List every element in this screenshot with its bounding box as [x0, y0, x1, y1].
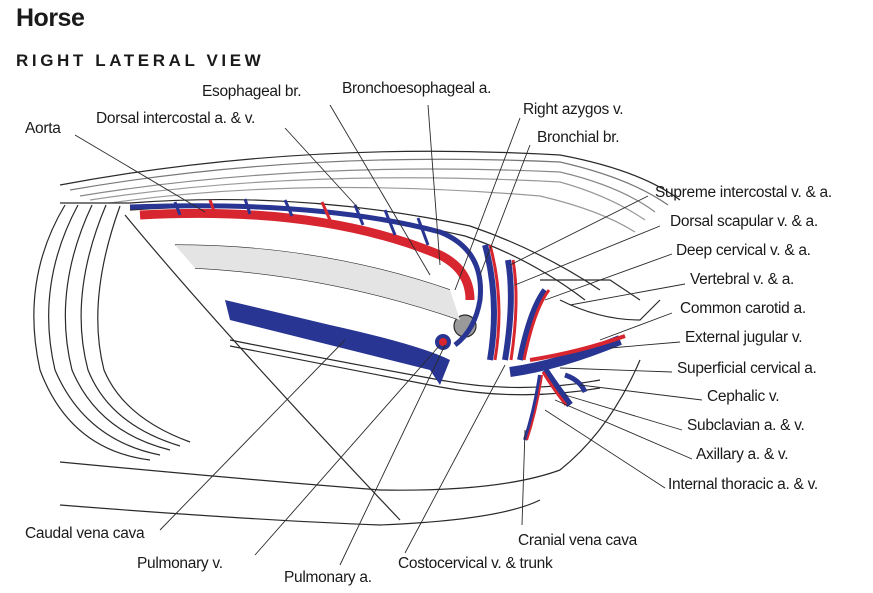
label-cranial-vena-cava: Cranial vena cava — [518, 532, 637, 549]
costocervical-artery — [488, 244, 501, 361]
back-muscle-line — [69, 158, 669, 206]
leader-subclavian — [564, 394, 683, 431]
intercostal-vein — [416, 217, 430, 246]
label-pulmonary-a: Pulmonary a. — [284, 569, 372, 586]
leader-axillary — [554, 399, 693, 460]
leader-common-carotid — [599, 312, 673, 341]
label-supreme-intercostal: Supreme intercostal v. & a. — [655, 184, 832, 201]
label-axillary: Axillary a. & v. — [696, 446, 789, 463]
leader-vertebral — [569, 283, 686, 306]
label-subclavian: Subclavian a. & v. — [687, 417, 805, 434]
diaphragm — [124, 214, 401, 521]
gray-band — [175, 245, 460, 320]
back-muscle-outline — [59, 150, 681, 201]
leader-bronchial — [479, 144, 531, 276]
rib — [64, 204, 171, 451]
label-cephalic: Cephalic v. — [707, 388, 780, 405]
leader-costocervical — [404, 364, 506, 554]
intercostal-vein — [243, 198, 252, 215]
label-esophageal: Esophageal br. — [202, 83, 302, 100]
back-muscle-line — [79, 168, 656, 213]
label-external-jugular: External jugular v. — [685, 329, 803, 346]
leader-aorta — [74, 134, 206, 213]
costocervical-vessel — [482, 244, 497, 361]
intercostal-artery — [320, 201, 332, 221]
dorsal-scapular-artery — [509, 259, 518, 361]
cranial-vena-cava-vessel — [509, 335, 622, 377]
leader-external-jugular — [609, 341, 681, 349]
back-muscle-line — [109, 186, 636, 233]
label-dorsal-intercostal: Dorsal intercostal a. & v. — [96, 110, 256, 127]
neck-outline — [559, 299, 661, 321]
caudal-vena-cava-vessel — [225, 300, 450, 385]
label-vertebral: Vertebral v. & a. — [690, 271, 795, 288]
leader-superficial-cervical — [559, 367, 673, 373]
label-caudal-vena-cava: Caudal vena cava — [25, 525, 145, 542]
subclavian-vessel — [542, 368, 573, 408]
label-common-carotid: Common carotid a. — [680, 300, 806, 317]
internal-thoracic-vessel — [523, 374, 542, 441]
vertebral-column — [60, 198, 601, 291]
dorsal-scapular-vessel — [502, 259, 514, 361]
leader-supreme-intercostal — [509, 195, 649, 266]
label-right-azygos: Right azygos v. — [523, 101, 624, 118]
leader-caudal-vena-cava — [159, 339, 346, 531]
rib — [80, 204, 181, 447]
intercostal-vein — [173, 201, 182, 216]
common-carotid-vessel — [529, 334, 626, 362]
deep-cervical-vessel — [517, 288, 548, 361]
leader-deep-cervical — [544, 253, 673, 301]
intercostal-artery — [208, 199, 217, 215]
leader-internal-thoracic — [544, 409, 666, 489]
rib — [48, 204, 161, 456]
label-bronchial: Bronchial br. — [537, 129, 620, 146]
leader-pulmonary-v — [254, 344, 441, 556]
sternum — [59, 359, 641, 491]
rib — [97, 205, 191, 443]
subclavian-artery — [541, 371, 568, 406]
label-deep-cervical: Deep cervical v. & a. — [676, 242, 811, 259]
leader-esophageal — [329, 104, 431, 276]
label-bronchoesophageal: Bronchoesophageal a. — [342, 80, 492, 97]
label-dorsal-scapular: Dorsal scapular v. & a. — [670, 213, 818, 230]
leader-bronchoesophageal — [427, 104, 441, 266]
label-internal-thoracic: Internal thoracic a. & v. — [668, 476, 818, 493]
leader-dorsal-scapular — [514, 225, 661, 286]
aorta-vessel — [139, 208, 475, 301]
cephalic-vessel — [564, 372, 588, 394]
intercostal-vein — [353, 204, 365, 226]
neck-outline — [540, 279, 641, 301]
label-costocervical: Costocervical v. & trunk — [398, 555, 553, 572]
back-muscle-line — [89, 177, 646, 221]
leader-cephalic — [579, 384, 703, 401]
label-pulmonary-v: Pulmonary v. — [137, 555, 223, 572]
label-superficial-cervical: Superficial cervical a. — [677, 360, 817, 377]
trachea-outline — [194, 267, 461, 321]
sternum-lower — [59, 499, 541, 526]
pulmonary-artery-vessel — [439, 338, 447, 346]
intercostal-vessels — [173, 198, 430, 246]
rib — [33, 204, 151, 461]
internal-thoracic-artery — [526, 374, 543, 441]
esophagus-outline — [229, 345, 601, 396]
deep-cervical-artery — [522, 289, 551, 361]
figure-subtitle: RIGHT LATERAL VIEW — [16, 51, 265, 70]
label-aorta: Aorta — [25, 120, 61, 137]
leader-lines — [74, 104, 703, 566]
leader-cranial-vena-cava — [521, 429, 526, 526]
intercostal-vein — [283, 199, 294, 217]
leader-right-azygos — [454, 117, 521, 291]
intercostal-vein — [383, 209, 397, 236]
leader-dorsal-intercostal — [284, 127, 361, 211]
figure-title: Horse — [16, 4, 85, 32]
vessels — [129, 203, 626, 441]
leader-pulmonary-a — [339, 344, 446, 566]
